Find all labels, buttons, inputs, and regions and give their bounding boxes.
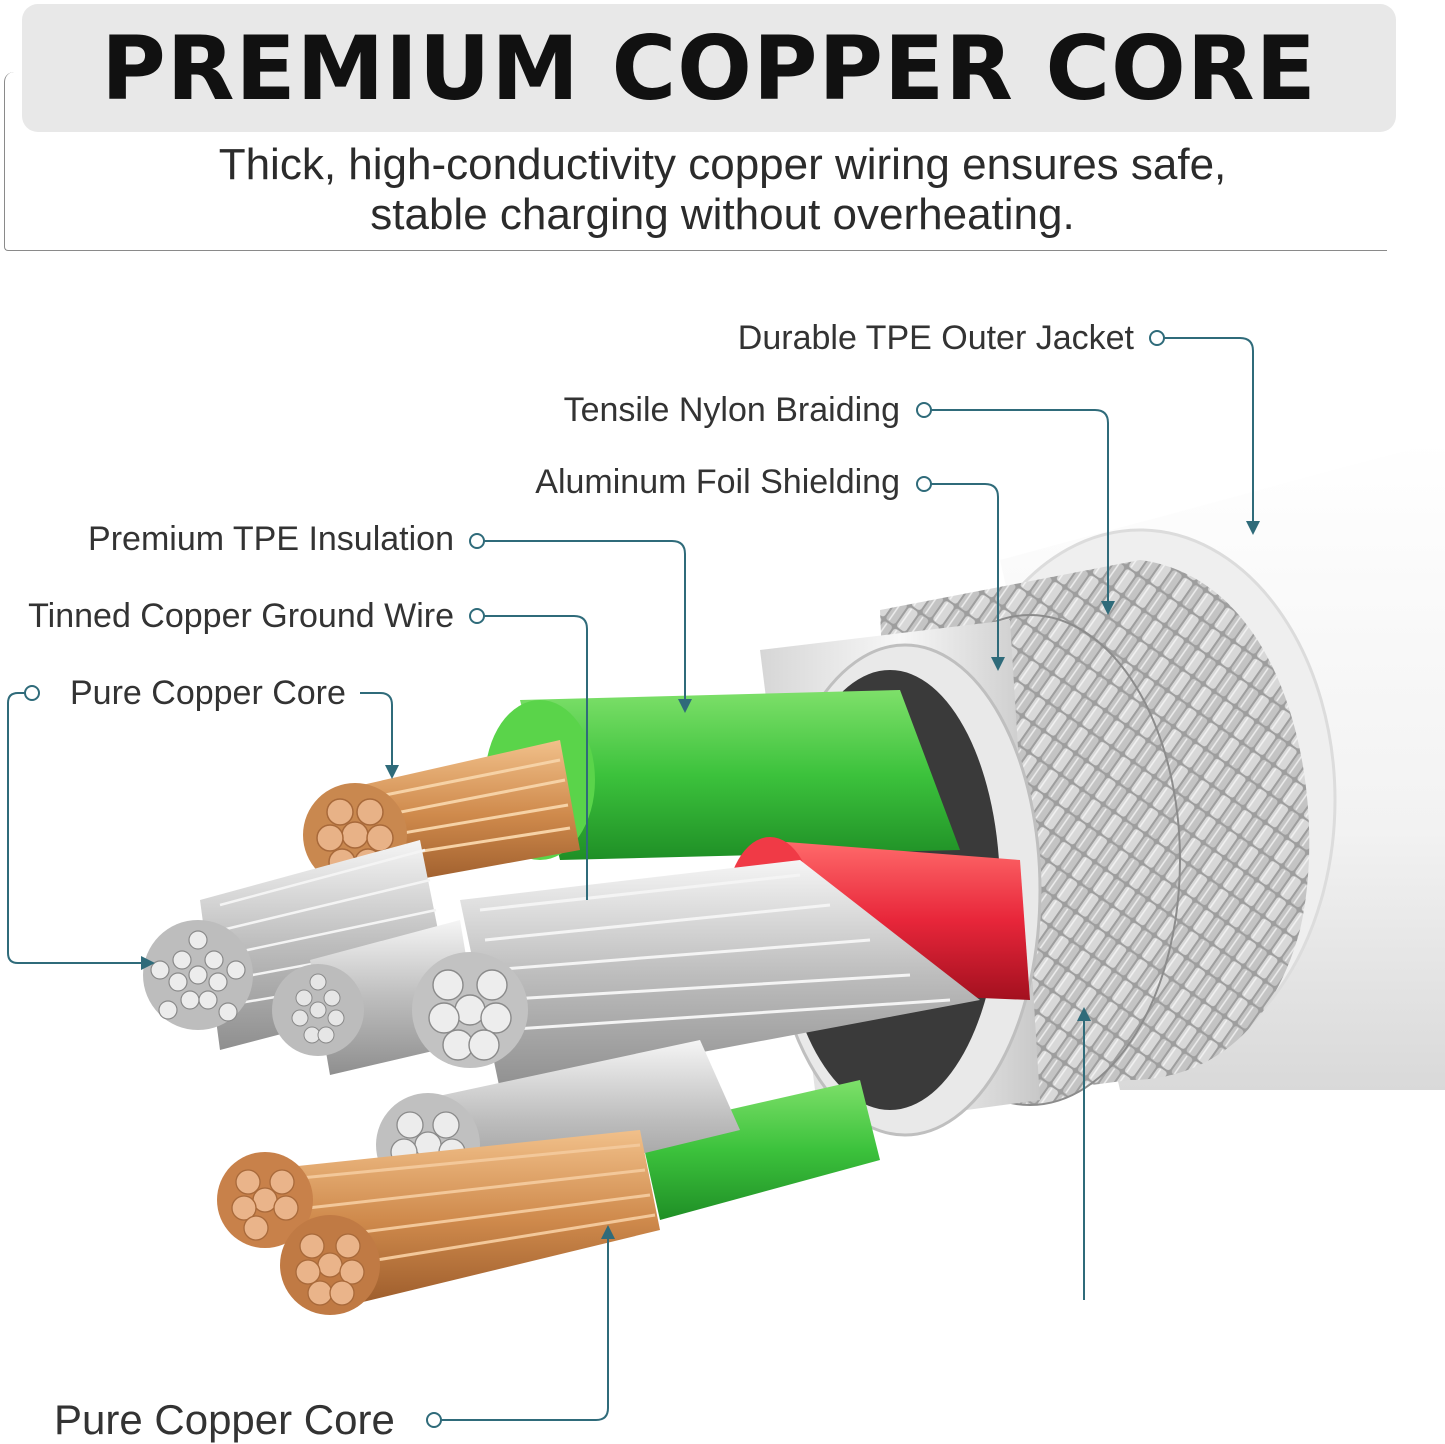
callout-line-left-core — [7, 692, 155, 970]
page-title: PREMIUM COPPER CORE — [101, 16, 1317, 120]
label-copper-core-bottom: Pure Copper Core — [54, 1396, 395, 1443]
callout-line-foil-shielding — [931, 483, 1005, 671]
subtitle-line-2: stable charging without overheating. — [370, 190, 1075, 239]
label-copper-core-top: Pure Copper Core — [70, 674, 346, 712]
callout-dot-copper-core-bottom — [426, 1412, 442, 1428]
callout-lines — [7, 330, 1260, 1428]
callout-line-nylon-braiding — [931, 409, 1115, 615]
callout-dot-tpe-insulation — [469, 533, 485, 549]
subtitle-line-1: Thick, high-conductivity copper wiring e… — [218, 140, 1227, 189]
callout-line-copper-core-bottom — [441, 1225, 615, 1421]
label-nylon-braiding: Tensile Nylon Braiding — [563, 391, 900, 429]
title-banner: PREMIUM COPPER CORE — [22, 4, 1396, 132]
green-insulated-wire-lower — [640, 1080, 880, 1220]
callout-line-outer-jacket — [1164, 337, 1260, 535]
header-frame — [4, 72, 1387, 251]
label-tpe-insulation: Premium TPE Insulation — [88, 520, 454, 558]
label-outer-jacket: Durable TPE Outer Jacket — [737, 319, 1134, 357]
callout-dot-ground-wire — [469, 608, 485, 624]
callout-line-copper-core-top — [360, 692, 399, 779]
callout-dot-nylon-braiding — [916, 402, 932, 418]
callout-line-tpe-insulation — [484, 540, 692, 713]
callout-dot-outer-jacket — [1149, 330, 1165, 346]
label-ground-wire: Tinned Copper Ground Wire — [28, 597, 454, 635]
label-foil-shielding: Aluminum Foil Shielding — [535, 463, 900, 501]
silver-core-center — [412, 860, 980, 1090]
callout-line-ground-wire — [484, 615, 588, 900]
callout-dot-copper-core-top — [24, 685, 40, 701]
subtitle: Thick, high-conductivity copper wiring e… — [0, 140, 1445, 240]
callout-dot-foil-shielding — [916, 476, 932, 492]
copper-core-bottom — [217, 1130, 660, 1315]
